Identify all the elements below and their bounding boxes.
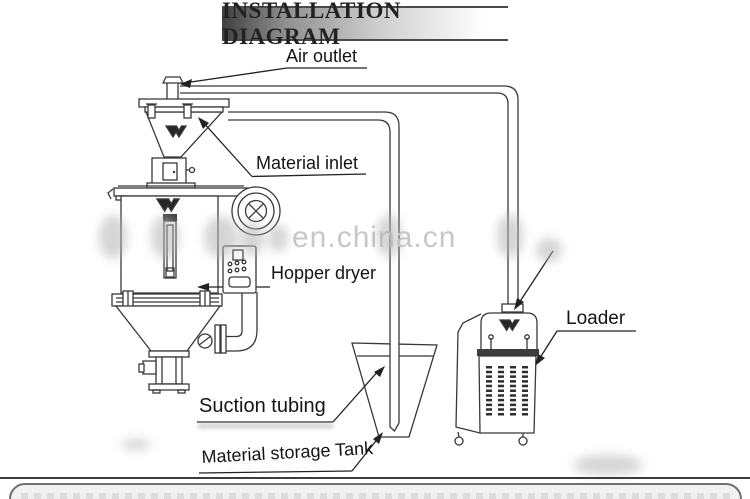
suction-pipe: [228, 111, 400, 433]
air-pipe: [180, 85, 524, 313]
blur-smudge: [240, 222, 264, 256]
label-air-outlet: Air outlet: [286, 46, 358, 66]
footer-texture: [21, 493, 730, 499]
watermark-text: en.china.cn: [292, 221, 457, 254]
hopper-dryer-drawing: [107, 76, 281, 394]
blur-smudge: [268, 224, 288, 252]
loader-machine-drawing: [454, 312, 539, 446]
page-title: INSTALLATION DIAGRAM: [222, 0, 401, 49]
label-loader: Loader: [566, 308, 626, 329]
label-material-inlet: Material inlet: [256, 153, 359, 173]
blur-smudge: [204, 216, 238, 258]
label-suction-tubing: Suction tubing: [199, 395, 326, 417]
blur-smudge: [536, 238, 562, 262]
title-bar: INSTALLATION DIAGRAM: [222, 0, 508, 49]
footer-divider: [0, 477, 750, 479]
blur-smudge: [121, 439, 151, 450]
blur-smudge: [497, 214, 523, 258]
blur-smudge: [99, 215, 127, 259]
blur-smudge: [573, 455, 643, 475]
blur-smudge: [377, 214, 401, 258]
leader-lines: [180, 67, 636, 474]
blur-smudge: [151, 215, 179, 259]
blur-smudge: [198, 424, 333, 428]
label-hopper-dryer: Hopper dryer: [271, 263, 377, 283]
footer-panel: [9, 483, 742, 499]
